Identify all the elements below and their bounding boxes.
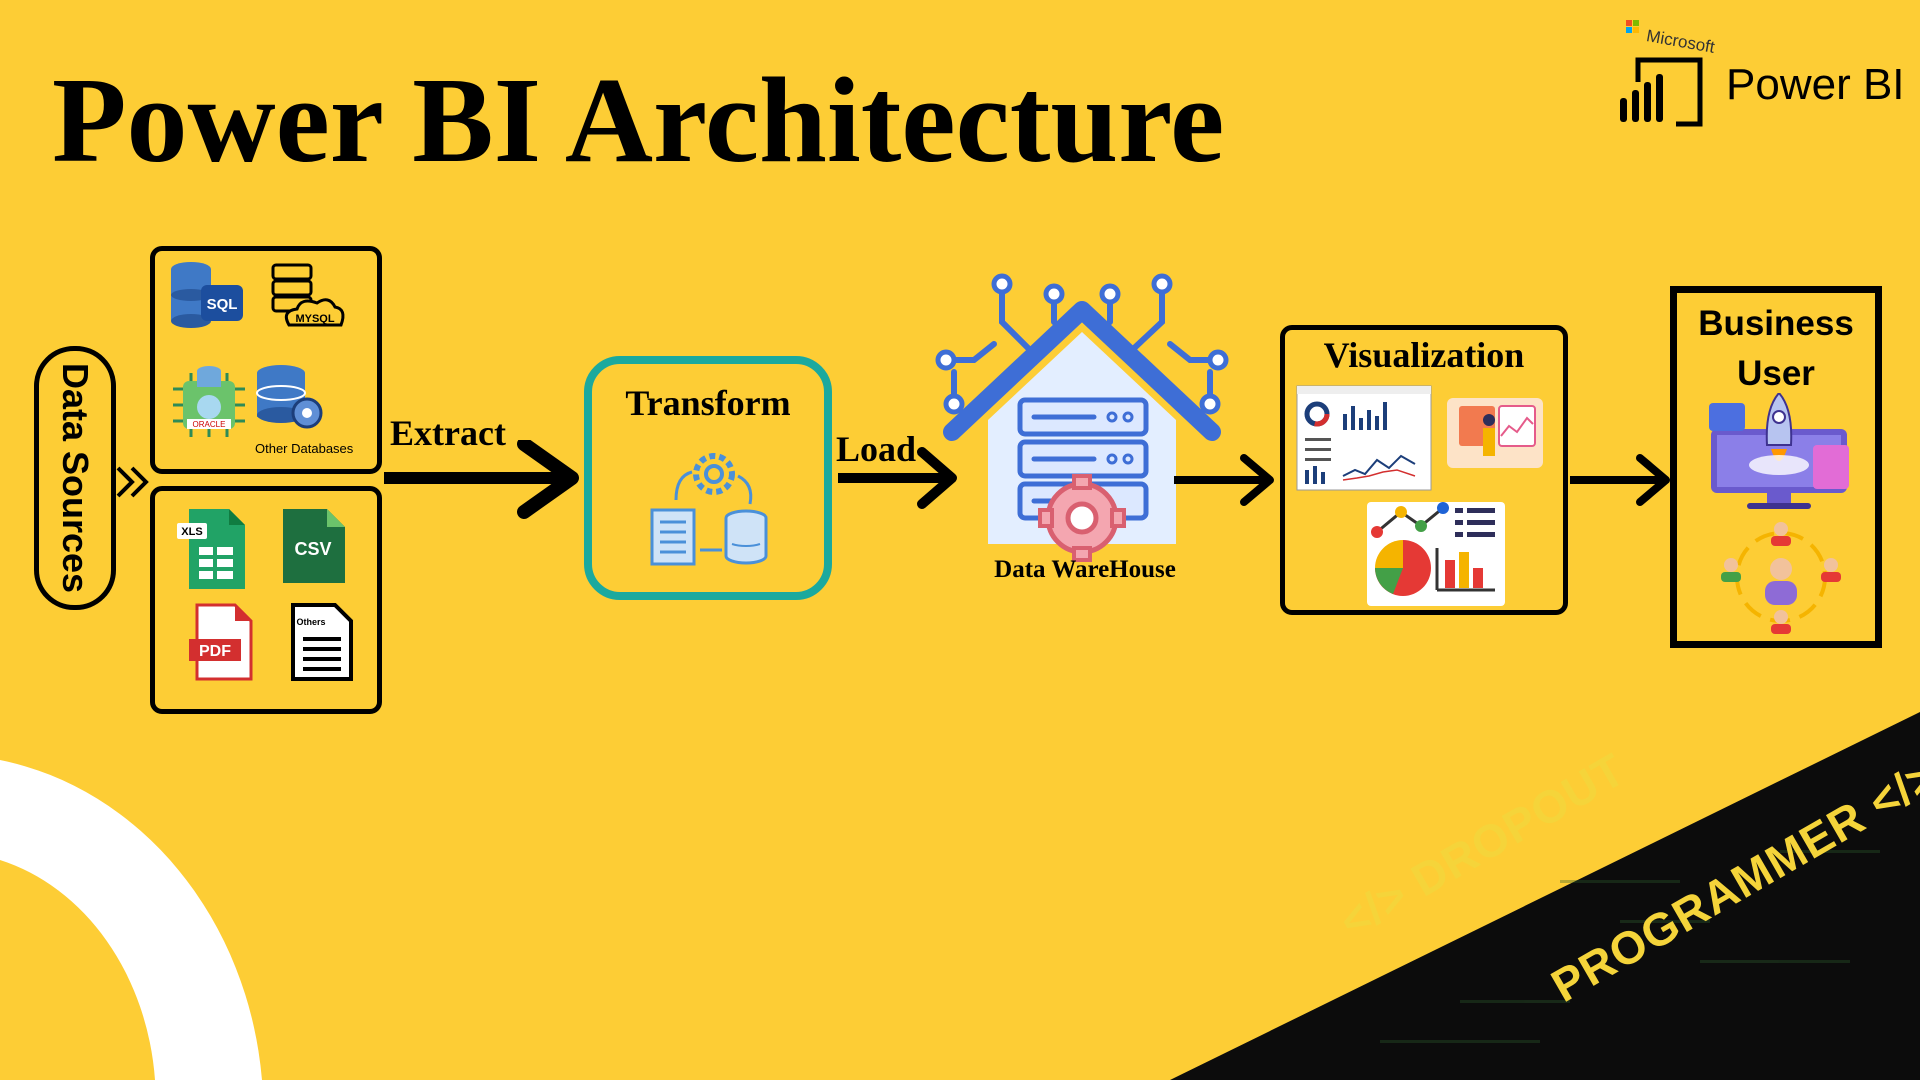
dashboard-charts-icon — [1296, 385, 1543, 606]
business-user-box: Business User — [1670, 286, 1882, 648]
mysql-text: MYSQL — [295, 313, 334, 325]
black-corner-shape — [1170, 712, 1920, 1080]
transform-process-icon — [650, 453, 768, 566]
chevron-right-icon — [116, 466, 149, 498]
developer-rocket-icon — [1709, 393, 1849, 509]
visualization-box: Visualization — [1280, 325, 1568, 615]
visualization-label: Visualization — [1323, 335, 1525, 375]
load-arrow — [838, 447, 957, 509]
csv-file-icon: CSV — [283, 509, 345, 583]
extract-label: Extract — [390, 413, 506, 453]
sql-text: SQL — [207, 296, 238, 313]
files-box: XLS CSV PDF Others — [150, 486, 382, 714]
csv-text: CSV — [294, 539, 331, 559]
transform-box: Transform — [584, 356, 832, 600]
warehouse-to-visualization-arrow — [1174, 454, 1274, 506]
other-databases-icon — [256, 365, 323, 429]
others-file-icon: Others — [291, 603, 353, 681]
data-sources-pill: Data Sources — [34, 346, 116, 610]
transform-label: Transform — [625, 383, 791, 423]
data-sources-label: Data Sources — [55, 362, 96, 594]
databases-box: SQL MYSQL ORACLE Other Databases — [150, 246, 382, 474]
data-warehouse-label: Data WareHouse — [994, 556, 1176, 583]
oracle-database-icon: ORACLE — [173, 366, 245, 437]
extract-arrow — [384, 440, 579, 519]
pdf-text: PDF — [199, 643, 231, 660]
others-text: Others — [296, 617, 325, 627]
code-texture — [1380, 850, 1880, 1043]
xls-text: XLS — [181, 526, 202, 538]
power-bi-logo: Microsoft Power BI — [1618, 20, 1908, 130]
user-network-icon — [1721, 522, 1841, 634]
page-title: Power BI Architecture — [52, 53, 1225, 188]
visualization-to-business-user-arrow — [1570, 454, 1670, 506]
pdf-file-icon: PDF — [189, 603, 253, 681]
logo-product-text: Power BI — [1726, 60, 1905, 109]
business-user-label: Business User — [1698, 304, 1854, 393]
data-warehouse-icon — [935, 273, 1229, 562]
power-bi-chart-icon — [1620, 20, 1703, 127]
white-arc-shape — [0, 760, 262, 1080]
xls-file-icon: XLS — [177, 509, 245, 589]
oracle-text: ORACLE — [193, 420, 226, 429]
load-label: Load — [836, 429, 917, 469]
other-databases-label: Other Databases — [255, 441, 354, 456]
sql-database-icon: SQL — [171, 262, 243, 328]
mysql-database-icon: MYSQL — [271, 263, 345, 327]
